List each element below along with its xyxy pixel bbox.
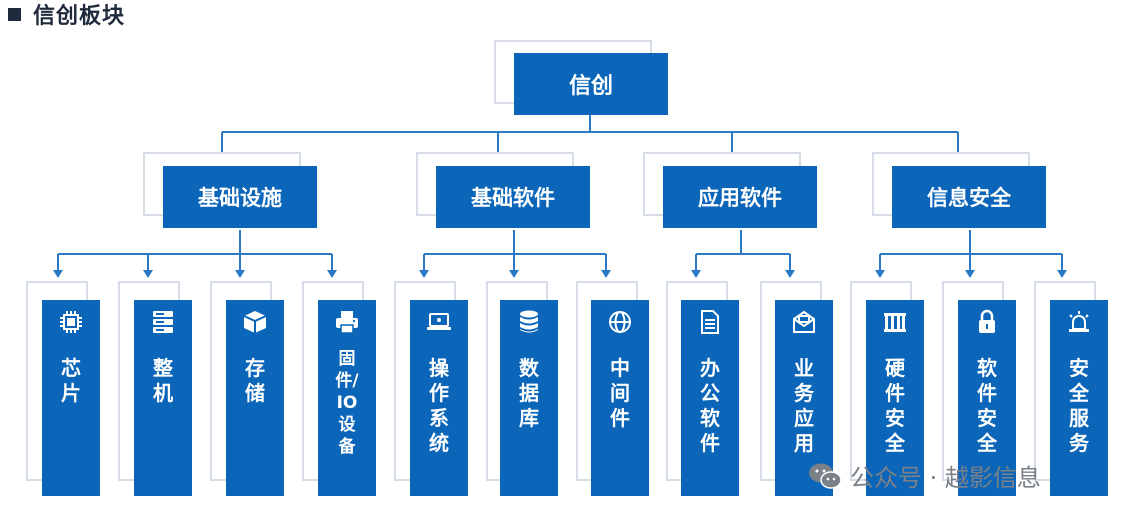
leaf-node-security-service: 安全服务 [1050, 300, 1108, 496]
leaf-node-software-security: 软件安全 [958, 300, 1016, 496]
mail-icon [790, 308, 818, 336]
laptop-icon [425, 308, 453, 336]
watermark-text: 公众号 · 越影信息 [850, 464, 1041, 492]
leaf-node-office-software: 办公软件 [681, 300, 739, 496]
box-icon [241, 308, 269, 336]
leaf-label: 固件/IO设备 [335, 349, 359, 457]
category-node-application-software: 应用软件 [663, 166, 817, 228]
heading-bullet [8, 7, 21, 21]
database-icon [515, 308, 543, 336]
leaf-node-chip: 芯片 [42, 300, 100, 496]
gate-icon [881, 308, 909, 336]
leaf-label: 业务应用 [794, 356, 814, 455]
leaf-label: 存储 [245, 356, 265, 405]
root-node: 信创 [514, 53, 668, 115]
leaf-node-operating-system: 操作系统 [410, 300, 468, 496]
leaf-label: 中间件 [610, 356, 630, 430]
leaf-node-firmware-io: 固件/IO设备 [318, 300, 376, 496]
leaf-node-hardware-security: 硬件安全 [866, 300, 924, 496]
leaf-node-whole-machine: 整机 [134, 300, 192, 496]
lock-icon [973, 308, 1001, 336]
leaf-label: 安全服务 [1069, 356, 1089, 455]
page-title: 信创板块 [33, 4, 126, 29]
leaf-label: 数据库 [519, 356, 539, 430]
leaf-label: 硬件安全 [885, 356, 905, 455]
printer-icon [333, 308, 361, 336]
leaf-label: 操作系统 [429, 356, 449, 455]
leaf-label: 芯片 [61, 356, 81, 405]
leaf-label: 整机 [153, 356, 173, 405]
leaf-node-database: 数据库 [500, 300, 558, 496]
globe-icon [606, 308, 634, 336]
chip-icon [57, 308, 85, 336]
alarm-icon [1065, 308, 1093, 336]
wechat-icon [808, 462, 842, 490]
leaf-node-middleware: 中间件 [591, 300, 649, 496]
document-icon [696, 308, 724, 336]
server-icon [149, 308, 177, 336]
leaf-label: 软件安全 [977, 356, 997, 455]
leaf-label: 办公软件 [700, 356, 720, 455]
section-heading: 信创板块 [8, 0, 126, 29]
leaf-node-storage: 存储 [226, 300, 284, 496]
watermark: 公众号 · 越影信息 [808, 458, 1041, 493]
category-node-information-security: 信息安全 [892, 166, 1046, 228]
category-node-basic-software: 基础软件 [436, 166, 590, 228]
category-node-infrastructure: 基础设施 [163, 166, 317, 228]
